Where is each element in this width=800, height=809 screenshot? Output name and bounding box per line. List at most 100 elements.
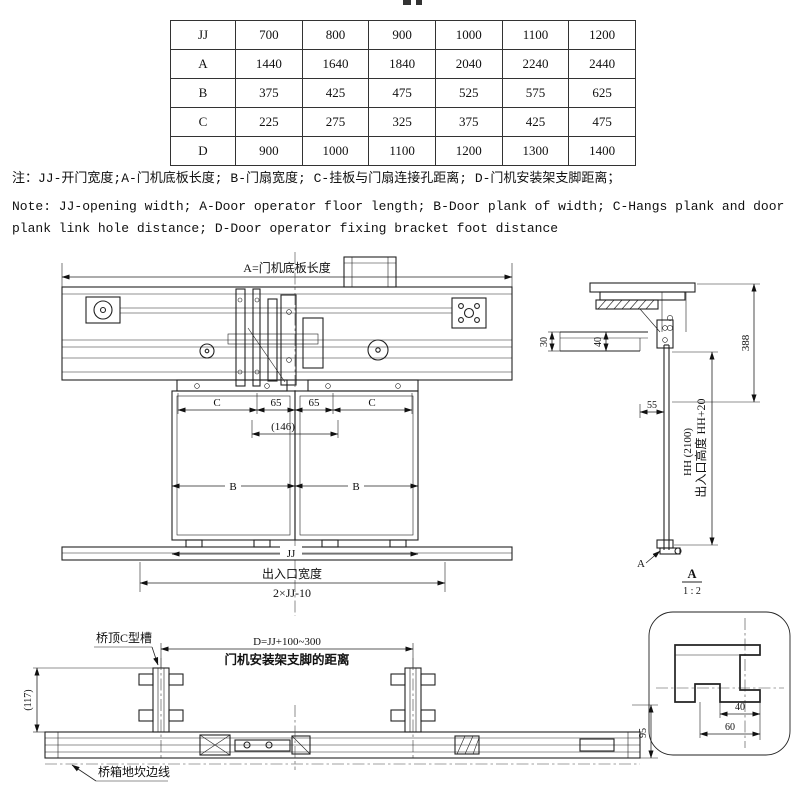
dim-388-label: 388 <box>740 334 752 351</box>
bracket-left <box>138 658 184 760</box>
opening-height-label: 出入口高度 HH+20 <box>693 398 708 497</box>
spec-cell: 625 <box>568 78 636 108</box>
side-top-assembly <box>589 282 696 333</box>
dim-30: 30 <box>539 331 560 352</box>
dim-b-left: B <box>229 481 236 493</box>
pulleys <box>199 339 389 361</box>
spec-cell: 900 <box>368 20 436 50</box>
spec-row-b: B 375 425 475 525 575 625 <box>170 78 636 108</box>
spec-cell: 275 <box>301 107 370 137</box>
c-channel-label: 桥顶C型槽 <box>96 631 152 645</box>
bottom-rail <box>44 705 641 770</box>
dim-65-right: 65 <box>309 397 321 409</box>
end-bracket <box>451 297 487 329</box>
dim-388: 388 <box>672 283 760 403</box>
bottom-view: 桥顶C型槽 D=JJ+100~300 门机安装架支脚的距离 <box>23 631 658 782</box>
spec-cell: 2040 <box>434 49 503 79</box>
dim-label-a: A=门机底板长度 <box>243 260 330 275</box>
spec-cell: 1100 <box>368 136 436 166</box>
spec-cell: 575 <box>501 78 570 108</box>
spec-cell: 375 <box>434 107 503 137</box>
detail-view: 40 60 <box>648 611 791 756</box>
dim-146: (146) <box>251 420 339 438</box>
dim-jj-label: JJ <box>287 548 296 560</box>
spec-row-a: A 1440 1640 1840 2040 2240 2440 <box>170 49 636 79</box>
panel-profile <box>656 319 674 550</box>
dim-65-left: 65 <box>271 397 283 409</box>
dim-row-c-65: C 65 65 C <box>177 393 413 414</box>
motor <box>85 296 121 324</box>
c-channel-callout: 桥顶C型槽 <box>94 631 159 666</box>
spec-cell: 1840 <box>368 49 436 79</box>
dim-d-label: D=JJ+100~300 <box>253 636 321 648</box>
detail-title-letter: A <box>687 567 696 581</box>
spec-row-label: D <box>170 136 236 166</box>
spec-cell: 425 <box>501 107 570 137</box>
door-panels <box>171 390 419 541</box>
dim-95: 95 <box>632 704 658 759</box>
sill-edge-label: 桥箱地坎边线 <box>98 764 170 779</box>
dim-40-side: 40 <box>593 331 609 352</box>
opening-width-formula: 2×JJ-10 <box>273 586 311 600</box>
dim-d: D=JJ+100~300 门机安装架支脚的距离 <box>160 636 414 668</box>
spec-row-label: A <box>170 49 236 79</box>
clipped-top-fragment <box>403 0 422 5</box>
dim-95-label: 95 <box>638 728 649 738</box>
side-view: 30 40 388 <box>539 282 760 597</box>
spec-row-d: D 900 1000 1100 1200 1300 1400 <box>170 136 636 166</box>
detail-callout-label: A <box>637 558 645 570</box>
dim-117: (117) <box>23 667 153 733</box>
spec-cell: 1640 <box>301 49 370 79</box>
spec-table: JJ 700 800 900 1000 1100 1200 A 1440 164… <box>170 20 636 166</box>
spec-cell: 900 <box>235 136 303 166</box>
spec-cell: 1100 <box>501 20 570 50</box>
spec-cell: 1200 <box>434 136 503 166</box>
dim-b-right: B <box>352 481 359 493</box>
dim-117-label: (117) <box>23 689 34 710</box>
dim-30-label: 30 <box>539 337 550 347</box>
spec-row-c: C 225 275 325 375 425 475 <box>170 107 636 137</box>
spec-cell: 2440 <box>568 49 636 79</box>
spec-cell: 325 <box>368 107 436 137</box>
spec-cell: 375 <box>235 78 303 108</box>
spec-cell: 2240 <box>501 49 570 79</box>
spec-row-label: C <box>170 107 236 137</box>
spec-cell: 700 <box>235 20 303 50</box>
spec-cell: 525 <box>434 78 503 108</box>
bracket-right <box>390 658 436 760</box>
dim-40-side-label: 40 <box>593 337 604 347</box>
spec-cell: 1000 <box>301 136 370 166</box>
spec-row-jj: JJ 700 800 900 1000 1100 1200 <box>170 20 636 50</box>
hanger-plates <box>176 379 419 392</box>
spec-cell: 800 <box>301 20 370 50</box>
landing-ledge <box>559 331 648 352</box>
dim-c-left: C <box>213 397 220 409</box>
spec-cell: 475 <box>368 78 436 108</box>
spec-cell: 1440 <box>235 49 303 79</box>
spec-cell: 425 <box>301 78 370 108</box>
dim-55: 55 <box>639 400 665 418</box>
spec-row-label: JJ <box>170 20 236 50</box>
spec-cell: 475 <box>568 107 636 137</box>
dim-c-right: C <box>368 397 375 409</box>
dim-jj: JJ <box>171 546 419 560</box>
detail-title: A 1 : 2 <box>682 567 702 597</box>
sill-edge: 桥箱地坎边线 <box>45 763 640 782</box>
front-view: A=门机底板长度 <box>61 252 513 616</box>
dim-b: B B <box>171 480 419 493</box>
dim-146-label: (146) <box>271 421 295 433</box>
spec-cell: 1400 <box>568 136 636 166</box>
center-mechanism <box>227 288 324 387</box>
dim-55-label: 55 <box>647 400 657 411</box>
dim-hh-label: HH (2100) <box>682 428 694 476</box>
note-english: Note: JJ-opening width; A-Door operator … <box>12 199 785 236</box>
detail-scale-label: 1 : 2 <box>683 586 701 597</box>
opening-width-label: 出入口宽度 <box>262 566 322 581</box>
dim-hh: HH (2100) 出入口高度 HH+20 <box>672 351 718 546</box>
bracket-distance-label: 门机安装架支脚的距离 <box>224 652 349 667</box>
spec-cell: 1200 <box>568 20 636 50</box>
foot-detail: A <box>637 539 682 570</box>
spec-cell: 225 <box>235 107 303 137</box>
